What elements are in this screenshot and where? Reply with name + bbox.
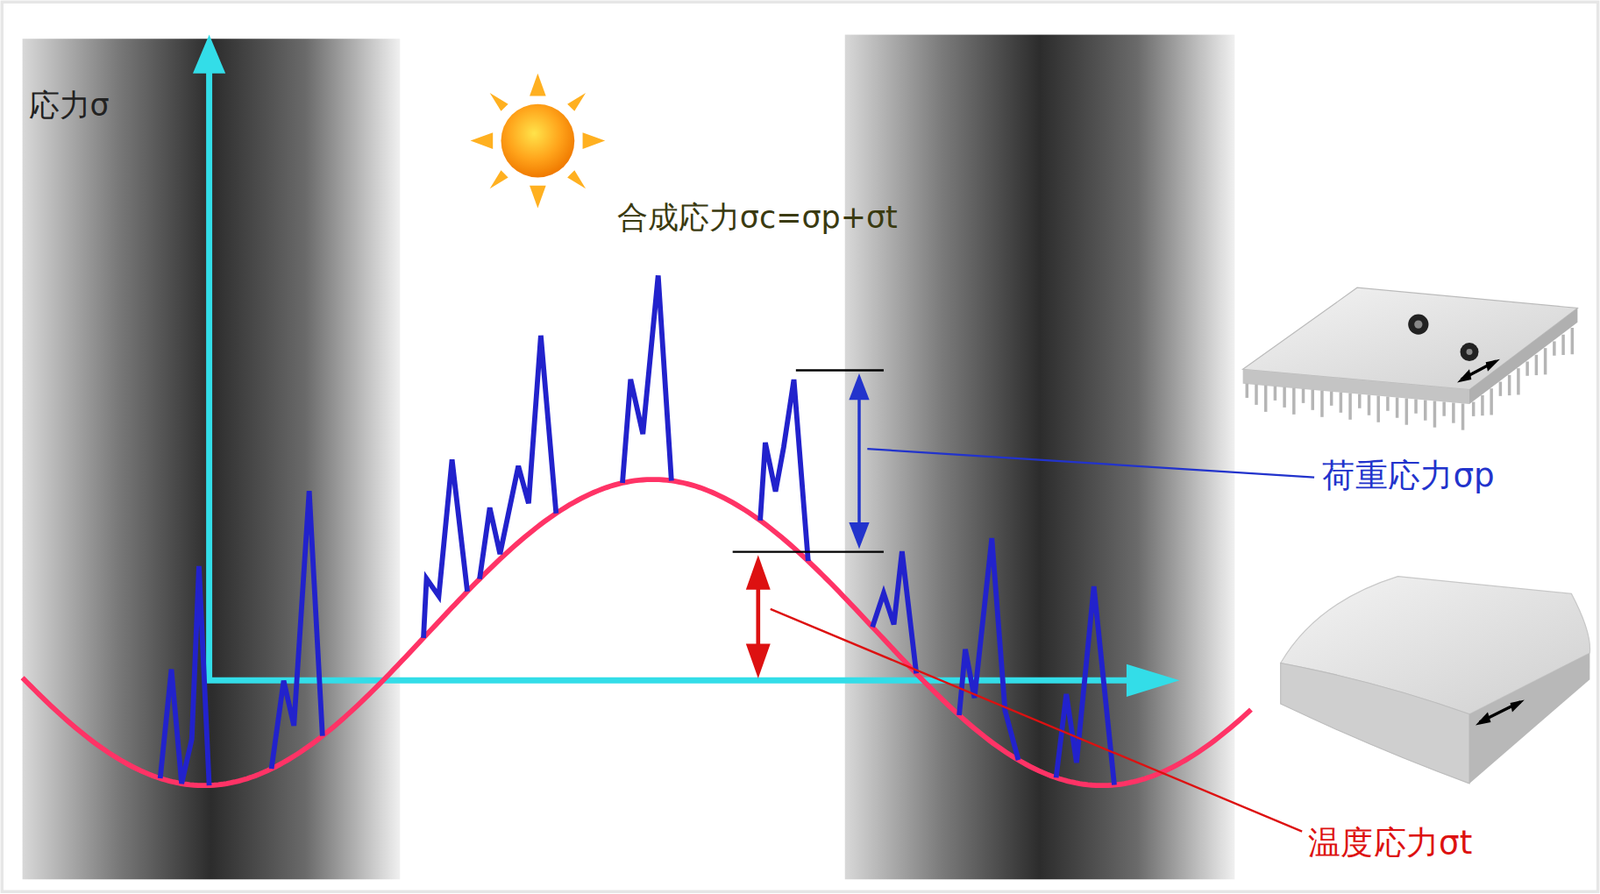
load-stress-spikes: [1056, 586, 1115, 786]
load-stress-spikes: [760, 379, 809, 562]
load-stress-bracket: [732, 369, 1315, 552]
night-band: [22, 38, 401, 880]
load-stress-spikes: [959, 538, 1019, 761]
load-stress-spikes: [160, 566, 210, 786]
moon-icon: [1042, 142, 1086, 225]
stress-curves: [22, 275, 1252, 786]
night-band: [845, 35, 1236, 881]
thermal-stress-bracket: [746, 554, 1302, 832]
pavement-slab-load: [1243, 287, 1579, 430]
load-stress-spikes: [423, 459, 468, 639]
load-stress-spikes: [622, 275, 672, 484]
slab-supports: [1246, 327, 1572, 431]
load-stress-label: 荷重応力σp: [1322, 456, 1494, 495]
pavement-slab-curl: [1280, 576, 1591, 784]
moon-icon: [213, 142, 257, 225]
load-stress-spikes: [271, 490, 323, 769]
sun-icon: [470, 73, 606, 209]
thermal-stress-label: 温度応力σt: [1308, 824, 1472, 862]
axes: [192, 35, 1180, 697]
formula-label: 合成応力σc=σp+σt: [617, 199, 898, 235]
axis-label: 応力σ: [28, 87, 110, 123]
thermal-stress-curve: [22, 479, 1252, 786]
load-stress-spikes: [479, 335, 556, 580]
